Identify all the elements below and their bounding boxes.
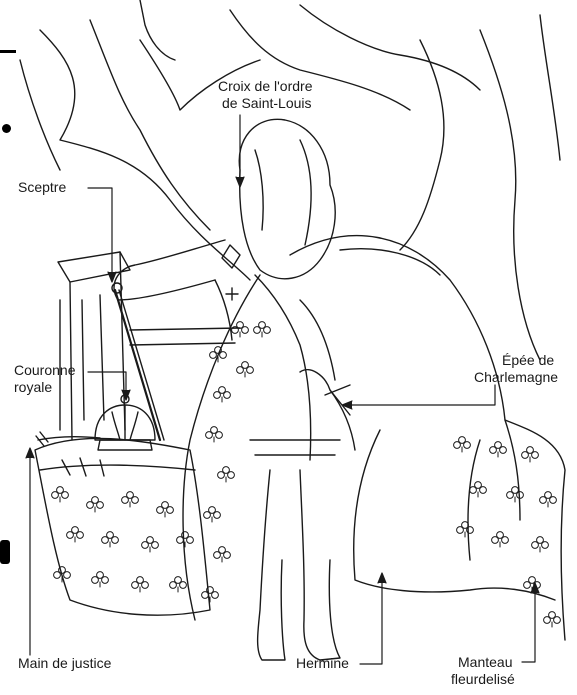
fleur-de-lis <box>122 492 139 507</box>
fleur-de-lis <box>490 442 507 457</box>
label-main-de-justice: Main de justice <box>18 655 111 672</box>
fleur-de-lis <box>204 507 221 522</box>
fleur-de-lis <box>218 467 235 482</box>
label-hermine: Hermine <box>296 655 349 672</box>
label-epee-line2: Charlemagne <box>474 369 558 386</box>
fleur-de-lis <box>214 387 231 402</box>
fleur-de-lis <box>544 612 561 627</box>
scan-edge-mark <box>0 50 16 53</box>
fleur-de-lis <box>92 572 109 587</box>
fleur-de-lis <box>214 547 231 562</box>
fleur-de-lis <box>454 437 471 452</box>
label-croix-line2: de Saint-Louis <box>222 95 312 112</box>
label-manteau-line1: Manteau <box>458 654 512 671</box>
fleur-de-lis <box>470 482 487 497</box>
label-manteau-line2: fleurdelisé <box>451 671 515 688</box>
fleur-de-lis <box>87 497 104 512</box>
fleur-de-lis <box>540 492 557 507</box>
fleur-de-lis <box>67 527 84 542</box>
fleur-de-lis <box>202 587 219 602</box>
king-figure <box>114 119 340 660</box>
fleur-de-lis <box>206 427 223 442</box>
scan-edge-mark-2 <box>0 540 10 564</box>
fleur-de-lis <box>177 532 194 547</box>
royal-mantle <box>183 236 565 640</box>
label-epee-line1: Épée de <box>502 352 554 369</box>
fleur-de-lis <box>132 577 149 592</box>
fleur-de-lis <box>102 532 119 547</box>
fleur-de-lis <box>457 522 474 537</box>
scan-edge-dot <box>2 124 11 133</box>
fleur-pattern <box>52 322 561 627</box>
fleur-de-lis <box>170 577 187 592</box>
sword <box>300 370 355 450</box>
fleur-de-lis <box>232 322 249 337</box>
fleur-de-lis <box>157 502 174 517</box>
label-sceptre: Sceptre <box>18 179 66 196</box>
label-croix-line1: Croix de l'ordre <box>218 78 313 95</box>
fleur-de-lis <box>507 487 524 502</box>
fleur-de-lis <box>492 532 509 547</box>
fleur-de-lis <box>522 447 539 462</box>
fleur-de-lis <box>254 322 271 337</box>
label-couronne-line1: Couronne <box>14 362 76 379</box>
fleur-de-lis <box>142 537 159 552</box>
fleur-de-lis <box>532 537 549 552</box>
fleur-de-lis <box>52 487 69 502</box>
label-couronne-line2: royale <box>14 379 52 396</box>
fleur-de-lis <box>237 362 254 377</box>
